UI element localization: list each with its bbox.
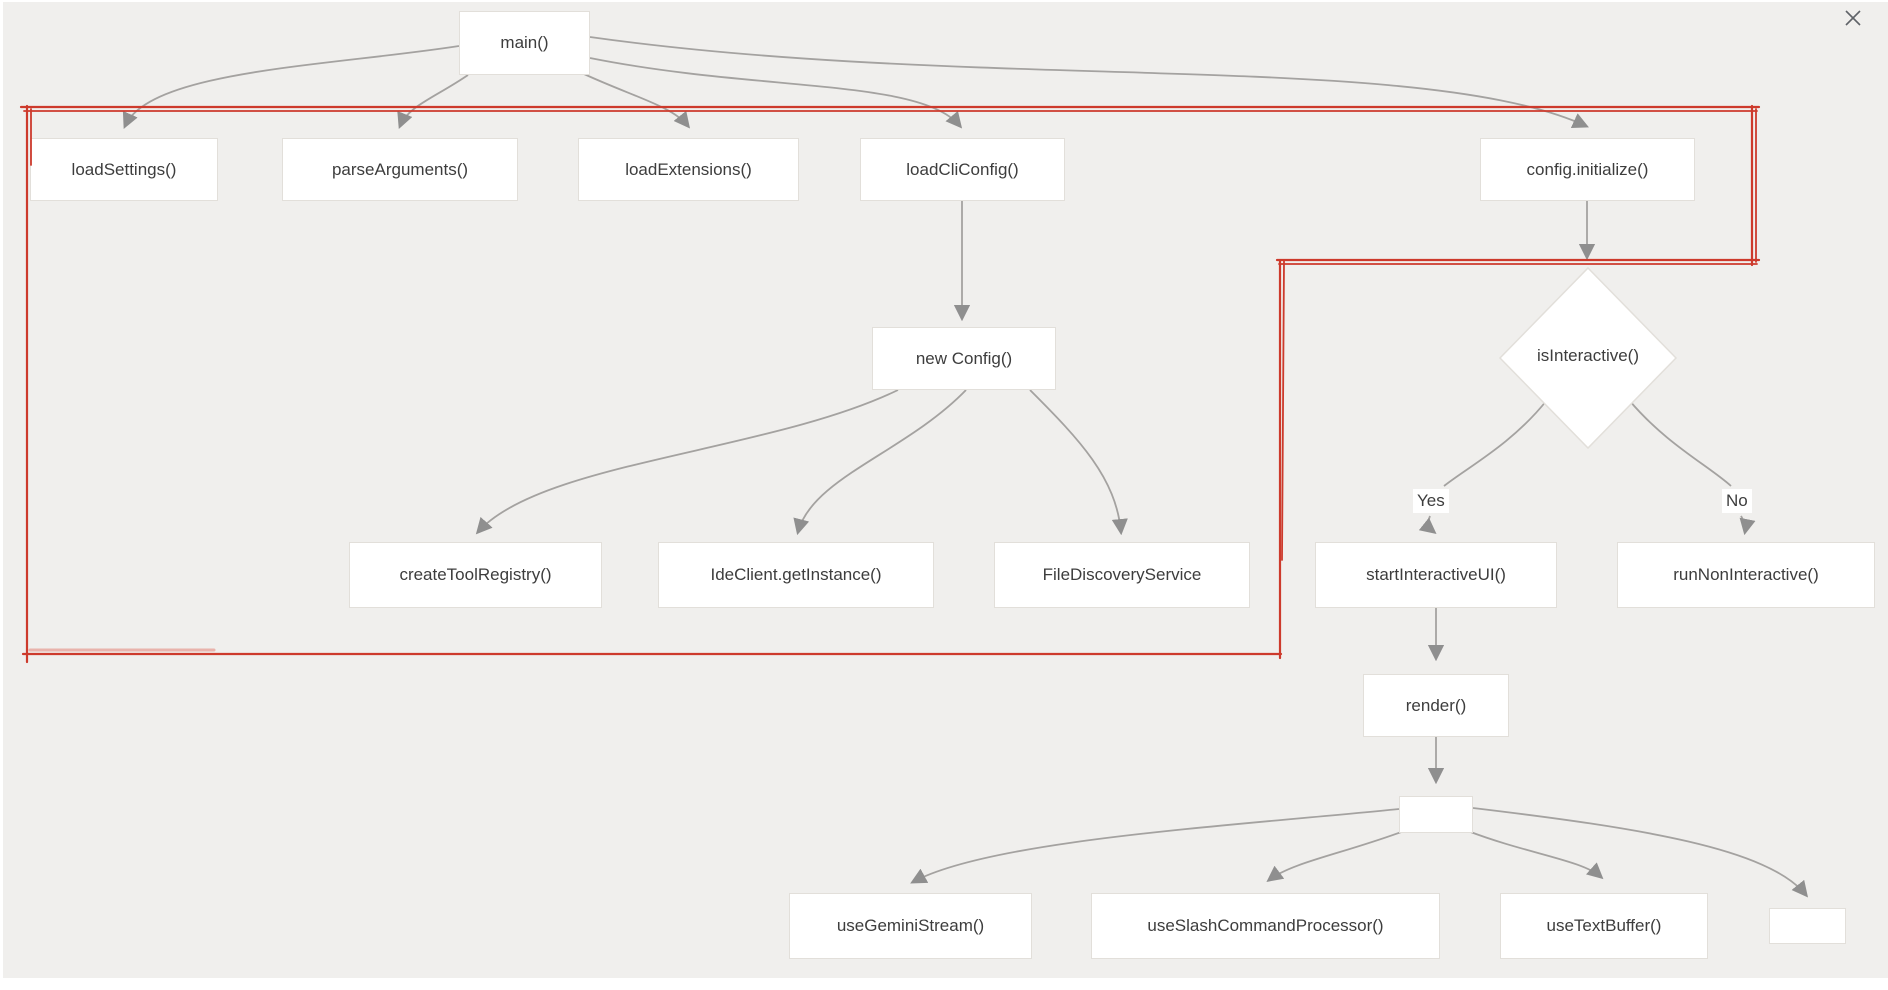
node-ide-client-get-instance: IdeClient.getInstance() <box>658 542 934 608</box>
node-use-text-buffer: useTextBuffer() <box>1500 893 1708 959</box>
node-use-slash-command-processor: useSlashCommandProcessor() <box>1091 893 1440 959</box>
node-use-gemini-stream-label: useGeminiStream() <box>836 916 985 935</box>
node-use-gemini-stream: useGeminiStream() <box>789 893 1032 959</box>
node-main-label: main() <box>500 33 549 52</box>
node-use-slash-command-processor-label: useSlashCommandProcessor() <box>1147 916 1384 935</box>
node-config-initialize: config.initialize() <box>1480 138 1695 201</box>
node-use-text-buffer-label: useTextBuffer() <box>1546 916 1662 935</box>
node-render: render() <box>1363 674 1509 737</box>
close-button[interactable] <box>1840 5 1866 31</box>
node-run-non-interactive-label: runNonInteractive() <box>1673 565 1819 584</box>
branch-label-yes: Yes <box>1413 489 1449 513</box>
node-parse-arguments: parseArguments() <box>282 138 518 201</box>
node-unlabeled-leaf-empty <box>1769 908 1846 944</box>
node-load-cli-config-label: loadCliConfig() <box>906 159 1019 179</box>
node-render-hub-empty <box>1399 796 1473 833</box>
node-start-interactive-ui-label: startInteractiveUI() <box>1366 565 1506 584</box>
node-start-interactive-ui: startInteractiveUI() <box>1315 542 1557 608</box>
node-new-config: new Config() <box>872 327 1056 390</box>
node-load-extensions: loadExtensions() <box>578 138 799 201</box>
node-render-label: render() <box>1405 695 1467 715</box>
node-file-discovery-service-label: FileDiscoveryService <box>1042 565 1202 584</box>
node-load-cli-config: loadCliConfig() <box>860 138 1065 201</box>
close-icon <box>1845 10 1861 26</box>
node-run-non-interactive: runNonInteractive() <box>1617 542 1875 608</box>
node-main: main() <box>459 11 590 75</box>
node-create-tool-registry-label: createToolRegistry() <box>399 565 552 584</box>
node-load-settings-label: loadSettings() <box>71 159 177 179</box>
node-config-initialize-label: config.initialize() <box>1526 159 1649 179</box>
node-load-settings: loadSettings() <box>30 138 218 201</box>
node-is-interactive-label: isInteractive() <box>1536 346 1640 365</box>
node-create-tool-registry: createToolRegistry() <box>349 542 602 608</box>
branch-label-no: No <box>1722 489 1752 513</box>
node-file-discovery-service: FileDiscoveryService <box>994 542 1250 608</box>
node-new-config-label: new Config() <box>915 348 1013 368</box>
node-ide-client-get-instance-label: IdeClient.getInstance() <box>710 565 882 584</box>
node-parse-arguments-label: parseArguments() <box>331 159 469 179</box>
node-load-extensions-label: loadExtensions() <box>625 159 752 179</box>
